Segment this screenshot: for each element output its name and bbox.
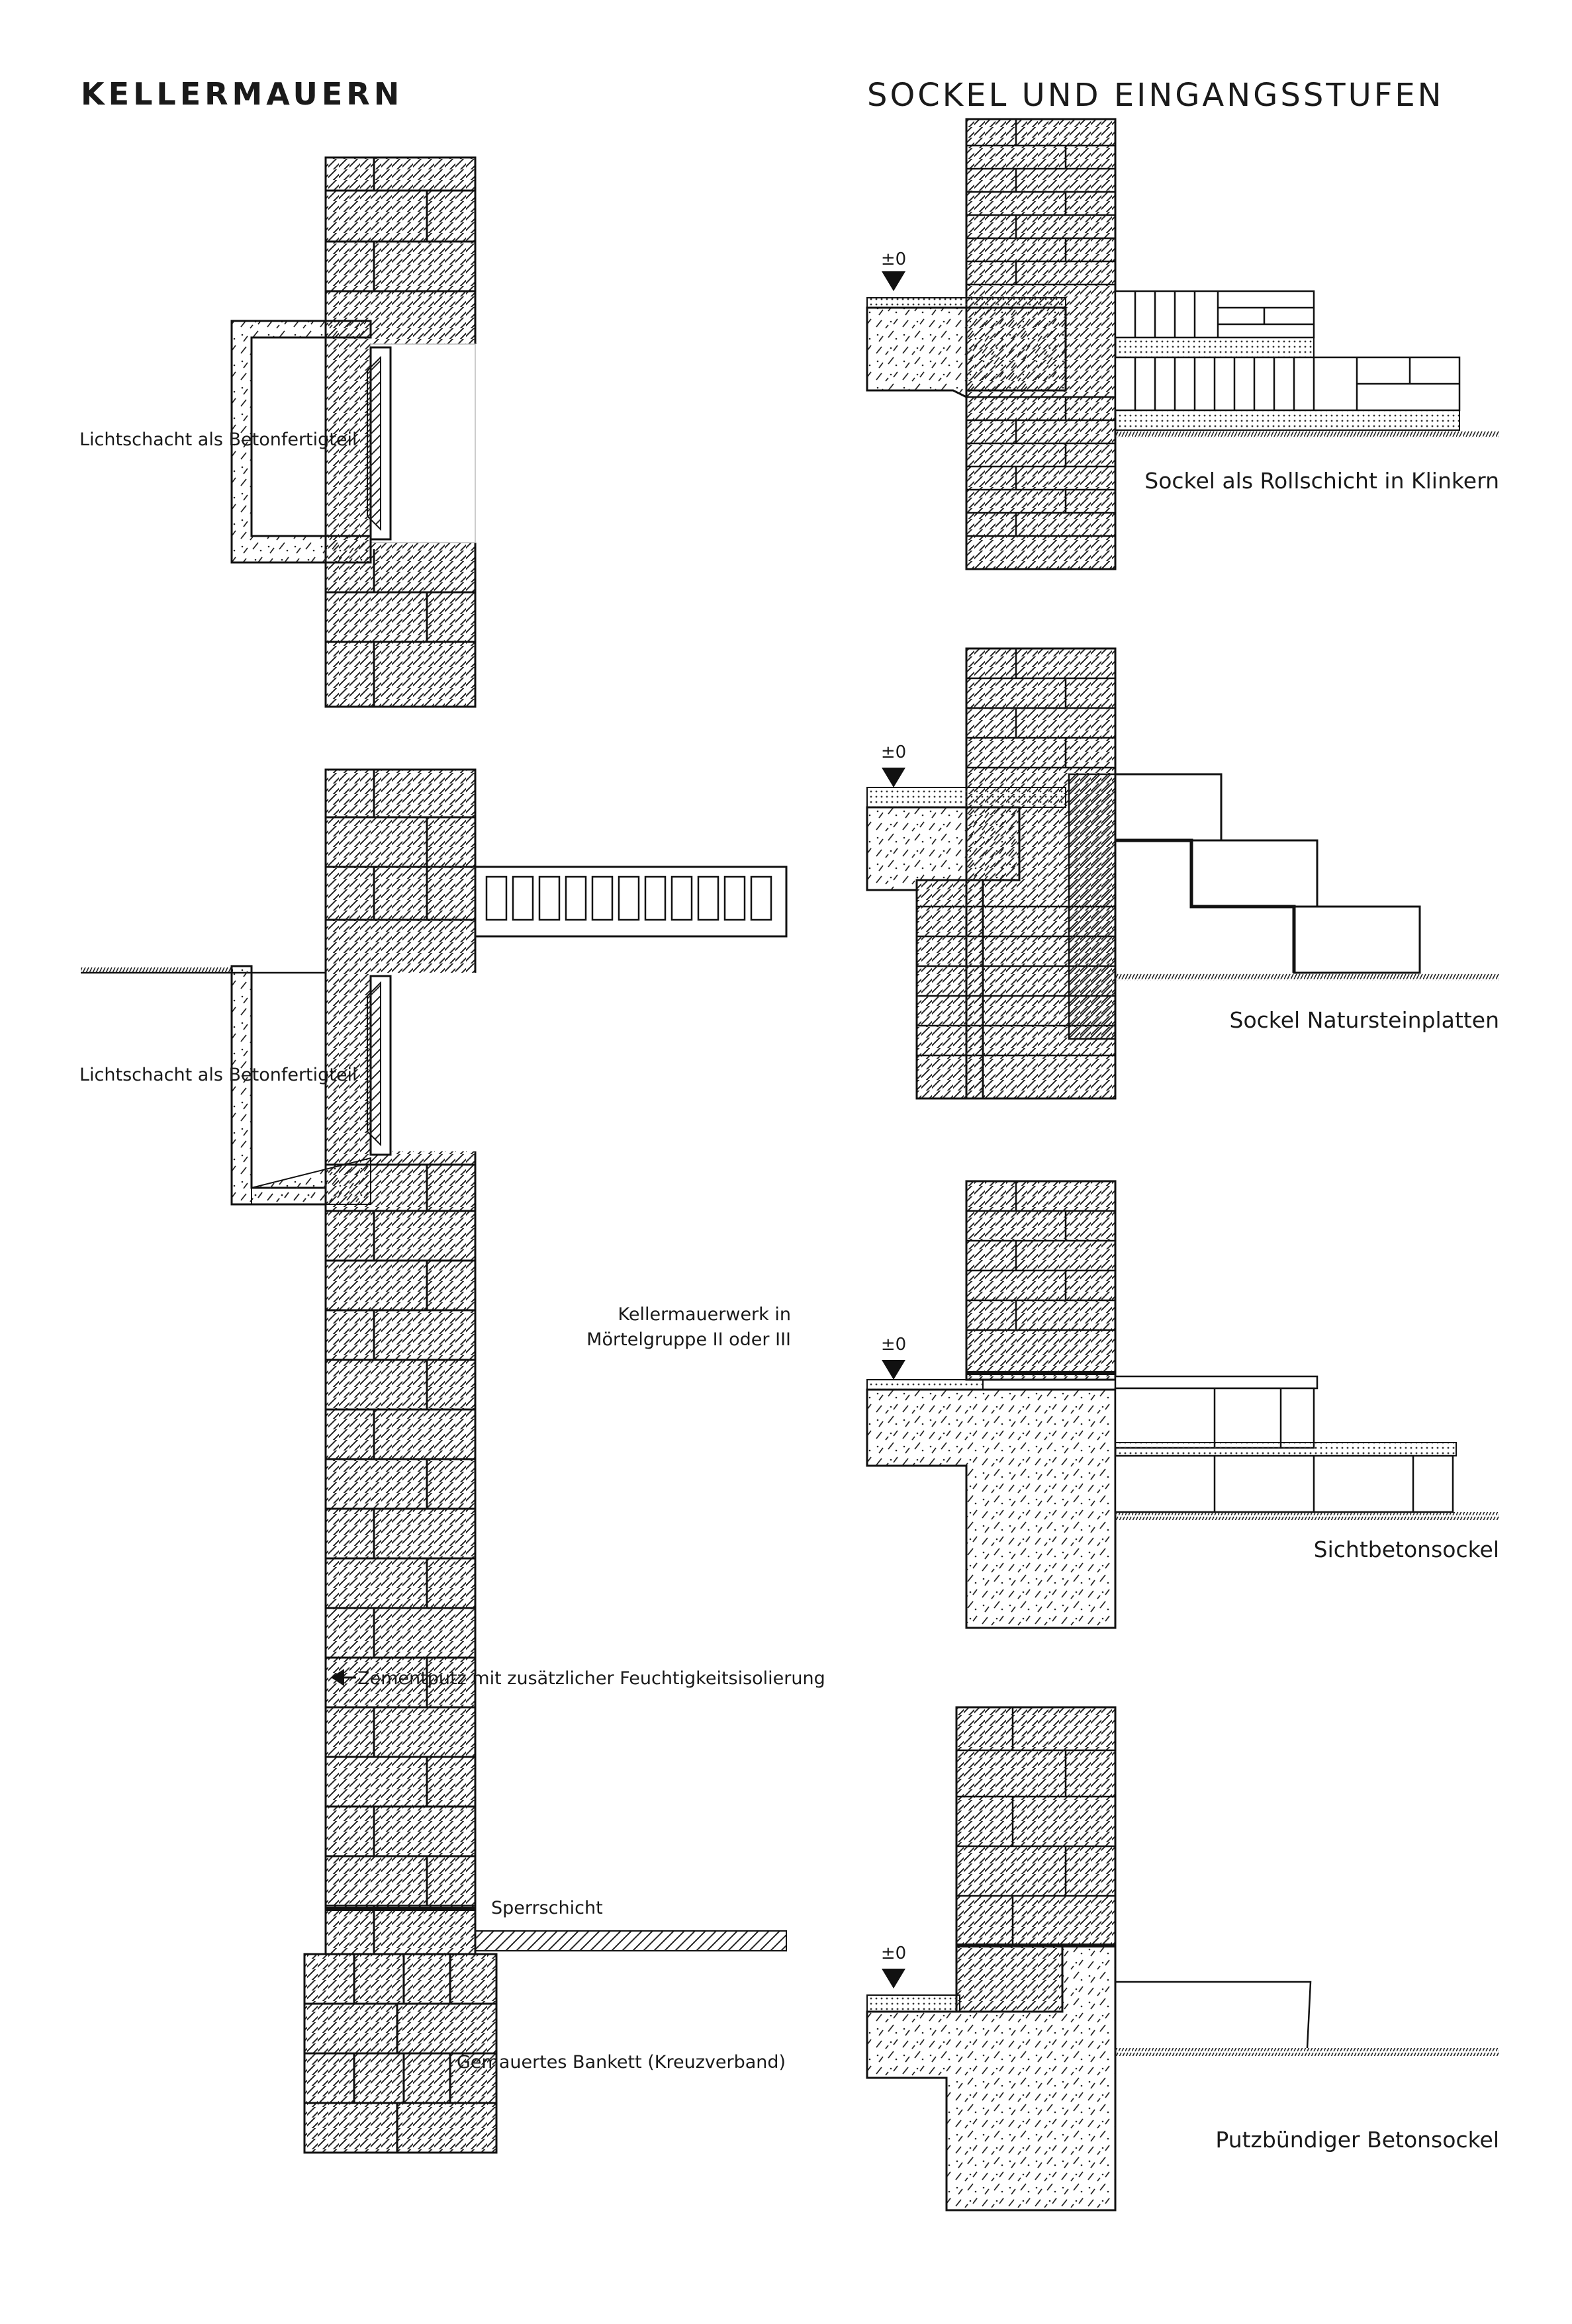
label-kellermauerwerk-line1: Kellermauerwerk in [618, 1304, 791, 1325]
heading-kellermauern: KELLERMAUERN [81, 76, 403, 112]
label-bankett: Gemauertes Bankett (Kreuzverband) [457, 2052, 786, 2073]
level-marker-3: ±0 [881, 1335, 906, 1355]
sockel-detail-natursteinplatten [866, 647, 1499, 1100]
sockel-detail-rollschicht [866, 118, 1499, 570]
label-sichtbetonsockel: Sichtbetonsockel [1314, 1537, 1499, 1562]
level-marker-2: ±0 [881, 742, 906, 762]
kellermauer-detail-1 [230, 156, 477, 708]
label-putzbuendiger-betonsockel: Putzbündiger Betonsockel [1215, 2127, 1499, 2153]
label-sockel-natursteinplatten: Sockel Natursteinplatten [1230, 1007, 1499, 1033]
label-kellermauerwerk-line2: Mörtelgruppe II oder III [586, 1329, 791, 1350]
label-sperrschicht: Sperrschicht [491, 1898, 603, 1918]
level-marker-4: ±0 [881, 1944, 906, 1963]
sockel-detail-putzbuendig [866, 1706, 1499, 2212]
heading-sockel-eingangsstufen: SOCKEL UND EINGANGSSTUFEN [867, 77, 1444, 114]
sockel-detail-sichtbeton [866, 1180, 1499, 1629]
label-lichtschacht-1: Lichtschacht als Betonfertigteil [79, 429, 357, 450]
label-sockel-rollschicht: Sockel als Rollschicht in Klinkern [1144, 468, 1499, 494]
kellermauer-detail-2 [81, 768, 788, 2154]
level-marker-1: ±0 [881, 249, 906, 269]
label-lichtschacht-2: Lichtschacht als Betonfertigteil [79, 1065, 357, 1085]
label-zementputz: Zementputz mit zusätzlicher Feuchtigkeit… [357, 1668, 825, 1689]
